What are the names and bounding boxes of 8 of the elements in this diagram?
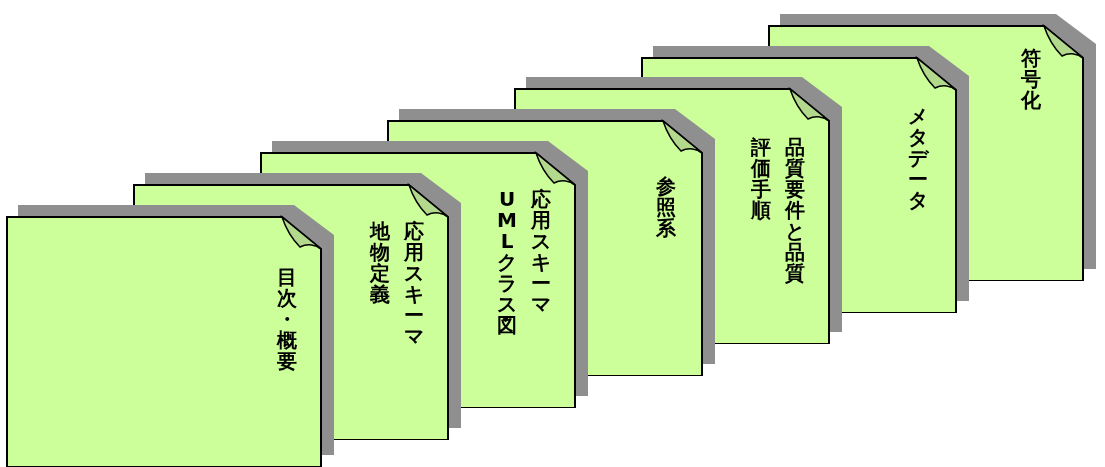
page-title: 目次・概要 xyxy=(276,267,298,375)
page-title: 符号化 xyxy=(1020,48,1042,114)
page-title: 品質要件と品質評価手順 xyxy=(750,137,806,284)
page-title: 応用スキーマUMLクラス図 xyxy=(496,189,552,336)
page-title: 参照系 xyxy=(655,176,677,242)
document-page xyxy=(6,205,334,467)
page-title: 応用スキーマ地物定義 xyxy=(369,221,425,347)
page-title: メタデータ xyxy=(907,106,929,214)
